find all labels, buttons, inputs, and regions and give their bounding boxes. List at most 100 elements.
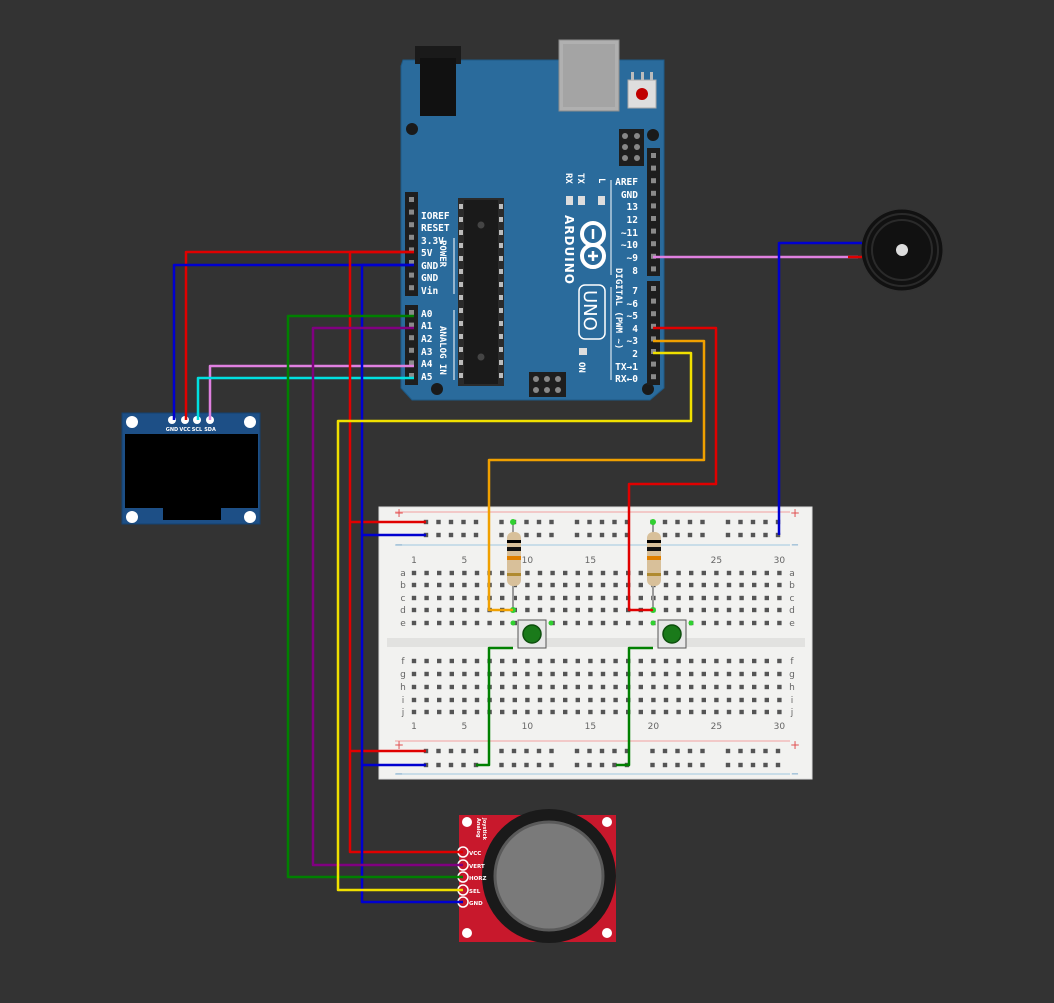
breadboard-hole[interactable] [777,570,782,576]
breadboard-hole[interactable] [676,595,681,601]
breadboard-hole[interactable] [449,582,454,588]
breadboard-hole[interactable] [600,595,606,601]
breadboard-hole[interactable] [512,709,517,715]
breadboard-hole[interactable] [424,595,429,601]
breadboard-hole[interactable] [701,658,706,664]
breadboard-hole[interactable] [525,582,530,588]
breadboard-hole[interactable] [525,570,530,576]
breadboard-hole[interactable] [500,570,505,576]
breadboard-hole[interactable] [613,697,618,703]
wire-gnd-breadboard[interactable] [360,263,426,537]
breadboard-hole[interactable] [687,532,693,538]
breadboard-hole[interactable] [701,684,706,690]
breadboard-hole[interactable] [739,595,744,601]
breadboard-hole[interactable] [499,519,504,525]
breadboard-hole[interactable] [474,595,480,601]
breadboard-hole[interactable] [525,595,530,601]
header-pin[interactable] [409,373,414,378]
breadboard-hole[interactable] [500,595,505,601]
breadboard-hole[interactable] [499,532,504,538]
breadboard-hole[interactable] [512,658,517,664]
breadboard-hole[interactable] [750,519,756,525]
header-pin[interactable] [409,360,414,366]
breadboard-hole[interactable] [701,607,706,613]
breadboard-hole[interactable] [675,762,680,768]
breadboard-hole[interactable] [752,582,757,588]
breadboard-hole[interactable] [738,532,743,538]
breadboard-hole[interactable] [764,709,769,715]
breadboard-hole[interactable] [588,595,593,601]
wire-5v-oled-vcc[interactable] [184,250,414,420]
breadboard-hole[interactable] [411,658,417,664]
breadboard-hole[interactable] [651,671,656,677]
breadboard-hole[interactable] [764,658,769,664]
header-pin[interactable] [651,178,656,184]
breadboard-hole[interactable] [550,684,555,690]
breadboard-hole[interactable] [575,709,580,715]
breadboard-hole[interactable] [599,519,605,525]
breadboard-hole[interactable] [752,671,757,677]
breadboard-hole[interactable] [600,697,606,703]
breadboard-hole[interactable] [449,607,454,613]
header-pin[interactable] [651,286,656,291]
breadboard-hole[interactable] [764,595,769,601]
breadboard-hole[interactable] [461,519,466,525]
breadboard-hole[interactable] [474,620,480,626]
piezo-buzzer[interactable] [860,208,944,292]
breadboard-hole[interactable] [638,671,643,677]
reset-button[interactable] [627,72,657,109]
breadboard-hole[interactable] [777,709,782,715]
breadboard-hole[interactable] [411,595,417,601]
breadboard-hole[interactable] [563,595,568,601]
breadboard-hole[interactable] [462,697,467,703]
wire-a0-joystick-horz[interactable] [286,314,463,879]
breadboard-hole[interactable] [689,697,694,703]
breadboard-hole[interactable] [474,570,480,576]
wire-d3-button-1[interactable] [487,339,706,612]
breadboard-hole[interactable] [726,697,732,703]
breadboard-hole[interactable] [537,595,543,601]
wire-a1-joystick-vert[interactable] [311,326,463,867]
breadboard-hole[interactable] [448,519,454,525]
breadboard-hole[interactable] [662,748,668,754]
breadboard-hole[interactable] [613,658,618,664]
breadboard-hole[interactable] [612,519,617,525]
breadboard-hole[interactable] [474,582,480,588]
breadboard-hole[interactable] [462,570,467,576]
breadboard-hole[interactable] [613,709,618,715]
breadboard-hole[interactable] [462,709,467,715]
breadboard-hole[interactable] [726,709,732,715]
breadboard-hole[interactable] [600,620,606,626]
breadboard-hole[interactable] [714,684,719,690]
breadboard-hole[interactable] [662,519,668,525]
breadboard-hole[interactable] [752,697,757,703]
breadboard-hole[interactable] [525,709,530,715]
breadboard-hole[interactable] [536,748,542,754]
breadboard-hole[interactable] [448,762,454,768]
breadboard-hole[interactable] [750,748,756,754]
breadboard-hole[interactable] [752,570,757,576]
breadboard-hole[interactable] [500,709,505,715]
breadboard-hole[interactable] [587,519,592,525]
breadboard-hole[interactable] [676,709,681,715]
breadboard-hole[interactable] [663,671,669,677]
breadboard-hole[interactable] [764,570,769,576]
breadboard-hole[interactable] [763,532,768,538]
resistor-1[interactable] [507,519,521,613]
breadboard-hole[interactable] [599,748,605,754]
breadboard-hole[interactable] [574,762,580,768]
breadboard-hole[interactable] [651,684,656,690]
breadboard-hole[interactable] [500,658,505,664]
breadboard-hole[interactable] [437,684,442,690]
breadboard-hole[interactable] [588,684,593,690]
breadboard-hole[interactable] [563,671,568,677]
breadboard-hole[interactable] [437,709,442,715]
breadboard-hole[interactable] [474,709,480,715]
breadboard-hole[interactable] [500,684,505,690]
breadboard-hole[interactable] [599,762,605,768]
breadboard-hole[interactable] [777,697,782,703]
breadboard-hole[interactable] [461,532,466,538]
breadboard-hole[interactable] [525,671,530,677]
breadboard-hole[interactable] [752,684,757,690]
breadboard-hole[interactable] [613,607,618,613]
